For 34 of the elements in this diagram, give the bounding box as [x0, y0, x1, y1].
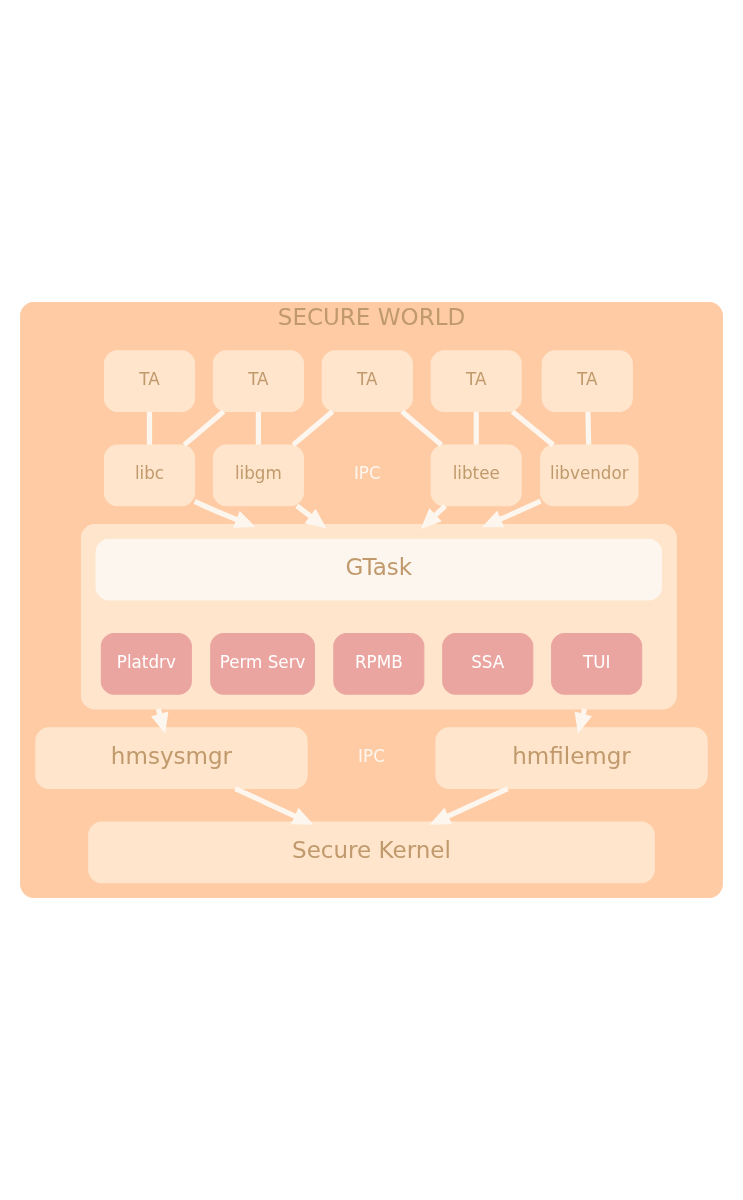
node-box: TA	[321, 350, 413, 412]
label: IPC	[353, 463, 381, 484]
connector	[473, 411, 479, 445]
connector	[255, 411, 261, 445]
arrow	[295, 503, 327, 529]
label: IPC	[358, 746, 385, 767]
node-box: SSA	[442, 633, 534, 695]
node-box: TA	[541, 350, 633, 412]
node-box: Secure Kernel	[88, 821, 655, 884]
arrow	[234, 786, 314, 825]
node-box: TA	[103, 350, 196, 412]
connector	[182, 409, 226, 447]
connector	[400, 409, 444, 447]
node-box: libtee	[430, 444, 522, 507]
node-box: libc	[103, 444, 196, 507]
cluster	[80, 524, 677, 710]
node-box: TUI	[551, 633, 643, 695]
node-box: hmsysmgr	[35, 727, 308, 790]
node-box: libvendor	[540, 444, 639, 507]
connector	[585, 411, 592, 445]
connector	[146, 411, 153, 445]
connector	[510, 409, 555, 447]
node-box: TA	[430, 350, 522, 412]
node-box: hmfilemgr	[435, 727, 708, 790]
node-box: TA	[212, 350, 304, 412]
arrow	[481, 498, 542, 528]
node-box: RPMB	[333, 633, 425, 695]
arrow	[429, 786, 509, 825]
connector	[291, 409, 335, 447]
arrow	[193, 499, 256, 528]
node-box: Perm Serv	[210, 633, 315, 695]
node-box: libgm	[212, 444, 304, 507]
node-box: GTask	[95, 538, 663, 601]
node-box: Platdrv	[100, 633, 192, 695]
